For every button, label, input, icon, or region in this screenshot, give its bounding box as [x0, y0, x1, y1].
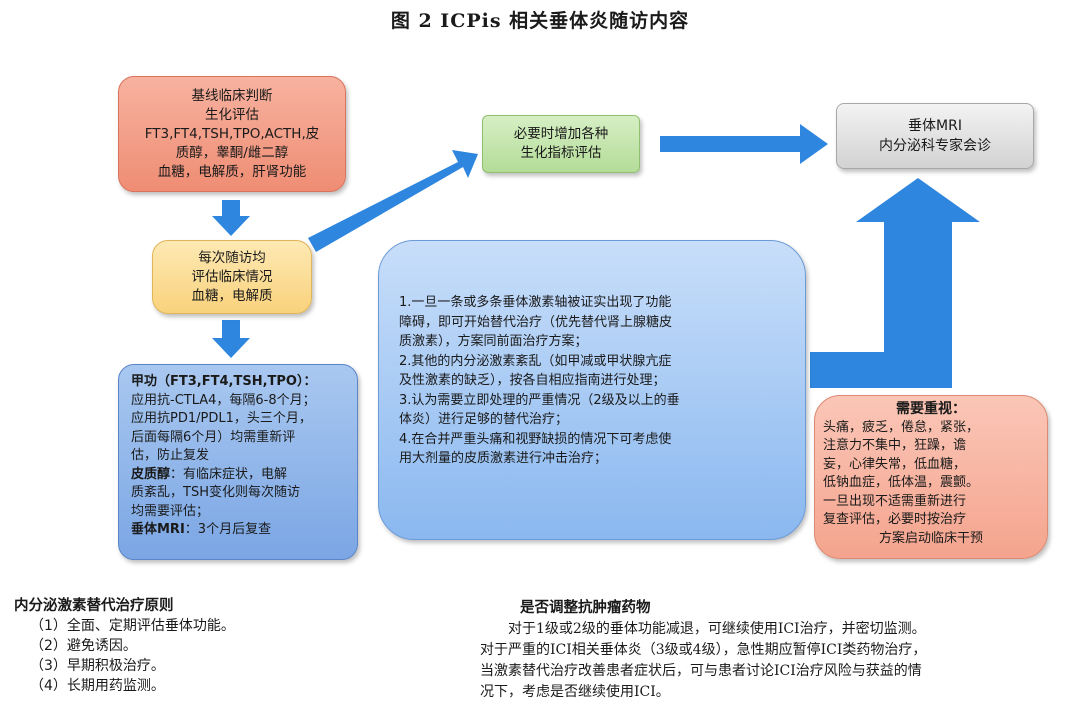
antitumor-adjustment-heading: 是否调整抗肿瘤药物 [520, 600, 651, 616]
monitor-line: 估，防止复发 [131, 448, 210, 463]
principle-item: （4）长期用药监测。 [30, 678, 165, 694]
principle-item: （2）避免诱因。 [30, 638, 137, 654]
arrow-diagonal [308, 150, 478, 252]
each-followup-box: 每次随访均 评估临床情况 血糖，电解质 [152, 240, 312, 314]
cortisol-text: ：有临床症状，电解 [170, 466, 288, 482]
baseline-line: FT3,FT4,TSH,TPO,ACTH,皮 [144, 125, 320, 142]
principle-line: 体炎）进行足够的替代治疗； [399, 412, 569, 427]
principle-line: 1.一旦一条或多条垂体激素轴被证实出现了功能 [399, 295, 672, 310]
monitor-line: 质紊乱，TSH变化则每次随访 [131, 485, 300, 500]
arrow-right [660, 124, 828, 164]
arrow-elbow-up [810, 178, 980, 388]
monitor-line: 应用抗-CTLA4，每隔6-8个月； [131, 392, 316, 408]
monitor-line: 垂体MRI：3个月后复查 [131, 521, 349, 540]
arrow-down-2 [212, 320, 250, 358]
adjustment-line: 对于1级或2级的垂体功能减退，可继续使用ICI治疗，并密切监测。 [508, 621, 926, 637]
attention-heading: 需要重视： [896, 401, 966, 417]
indicators-line: 生化指标评估 [520, 145, 602, 161]
principle-line: 用大剂量的皮质激素进行冲击治疗； [399, 451, 608, 466]
figure-title: 图 2 ICPis 相关垂体炎随访内容 [390, 10, 690, 32]
baseline-line: 血糖，电解质，肝肾功能 [157, 163, 307, 180]
mri-consultation-box: 垂体MRI 内分泌科专家会诊 [836, 103, 1034, 169]
principle-line: 及性激素的缺乏），按各自相应指南进行处理； [399, 373, 666, 388]
baseline-line: 生化评估 [205, 106, 259, 123]
antitumor-adjustment-section: 是否调整抗肿瘤药物 对于1级或2级的垂体功能减退，可继续使用ICI治疗，并密切监… [480, 598, 1076, 703]
replacement-principles-section: 内分泌激素替代治疗原则 （1）全面、定期评估垂体功能。 （2）避免诱因。 （3）… [14, 596, 454, 696]
attention-line: 复查评估，必要时按治疗 [823, 512, 967, 527]
attention-box: 需要重视： 头痛，疲乏，倦怠，紧张， 注意力不集中，狂躁，谵 妄，心律失常，低血… [814, 395, 1048, 559]
followup-line: 血糖，电解质 [191, 287, 273, 304]
attention-line: 妄，心律失常，低血糖， [823, 456, 967, 472]
principle-item: （1）全面、定期评估垂体功能。 [30, 618, 235, 634]
monitor-line: 甲功（FT3,FT4,TSH,TPO）： [131, 374, 317, 389]
mri-label: 垂体MRI [131, 522, 185, 537]
cortisol-label: 皮质醇 [131, 466, 171, 482]
monitor-line: 皮质醇：有临床症状，电解 [131, 466, 349, 485]
attention-line: 一旦出现不适需重新进行 [823, 493, 967, 509]
monitor-line: 均需要评估； [131, 503, 210, 519]
principle-line: 障碍，即可开始替代治疗（优先替代肾上腺糖皮 [399, 314, 673, 330]
baseline-line: 质醇，睾酮/雌二醇 [175, 144, 289, 161]
baseline-assessment-box: 基线临床判断 生化评估 FT3,FT4,TSH,TPO,ACTH,皮 质醇，睾酮… [118, 76, 346, 192]
arrow-down-1 [212, 200, 250, 236]
attention-line: 头痛，疲乏，倦怠，紧张， [823, 419, 980, 435]
additional-indicators-box: 必要时增加各种 生化指标评估 [482, 115, 640, 173]
indicators-line: 必要时增加各种 [513, 126, 609, 142]
principle-line: 3.认为需要立即处理的严重情况（2级及以上的垂 [399, 392, 680, 408]
followup-line: 评估临床情况 [191, 268, 273, 285]
adjustment-line: 况下，考虑是否继续使用ICI。 [480, 684, 670, 700]
adjustment-line: 当激素替代治疗改善患者症状后，可与患者讨论ICI治疗风险与获益的情 [480, 663, 922, 679]
monitoring-schedule-box: 甲功（FT3,FT4,TSH,TPO）： 应用抗-CTLA4，每隔6-8个月； … [118, 364, 358, 560]
principle-item: （3）早期积极治疗。 [30, 658, 165, 674]
mri-line: 垂体MRI [908, 118, 962, 134]
attention-line: 方案启动临床干预 [878, 530, 983, 546]
principle-line: 2.其他的内分泌激素紊乱（如甲减或甲状腺亢症 [399, 353, 672, 369]
followup-line: 每次随访均 [198, 249, 266, 266]
principle-line: 质激素），方案同前面治疗方案； [399, 334, 588, 349]
mri-text: ：3个月后复查 [184, 522, 272, 537]
principle-line: 4.在合并严重头痛和视野缺损的情况下可考虑使 [399, 431, 672, 447]
treatment-principles-box: 1.一旦一条或多条垂体激素轴被证实出现了功能 障碍，即可开始替代治疗（优先替代肾… [378, 240, 806, 540]
baseline-line: 基线临床判断 [191, 87, 273, 104]
attention-line: 低钠血症，低体温，震颤。 [823, 475, 980, 490]
monitor-line: 应用抗PD1/PDL1，头三个月， [131, 411, 312, 426]
attention-line: 注意力不集中，狂躁，谵 [823, 438, 967, 453]
adjustment-line: 对于严重的ICI相关垂体炎（3级或4级），急性期应暂停ICI类药物治疗， [480, 642, 927, 658]
replacement-principles-heading: 内分泌激素替代治疗原则 [14, 598, 174, 614]
monitor-line: 后面每隔6个月）均需重新评 [131, 429, 296, 445]
mri-line: 内分泌科专家会诊 [879, 138, 991, 154]
